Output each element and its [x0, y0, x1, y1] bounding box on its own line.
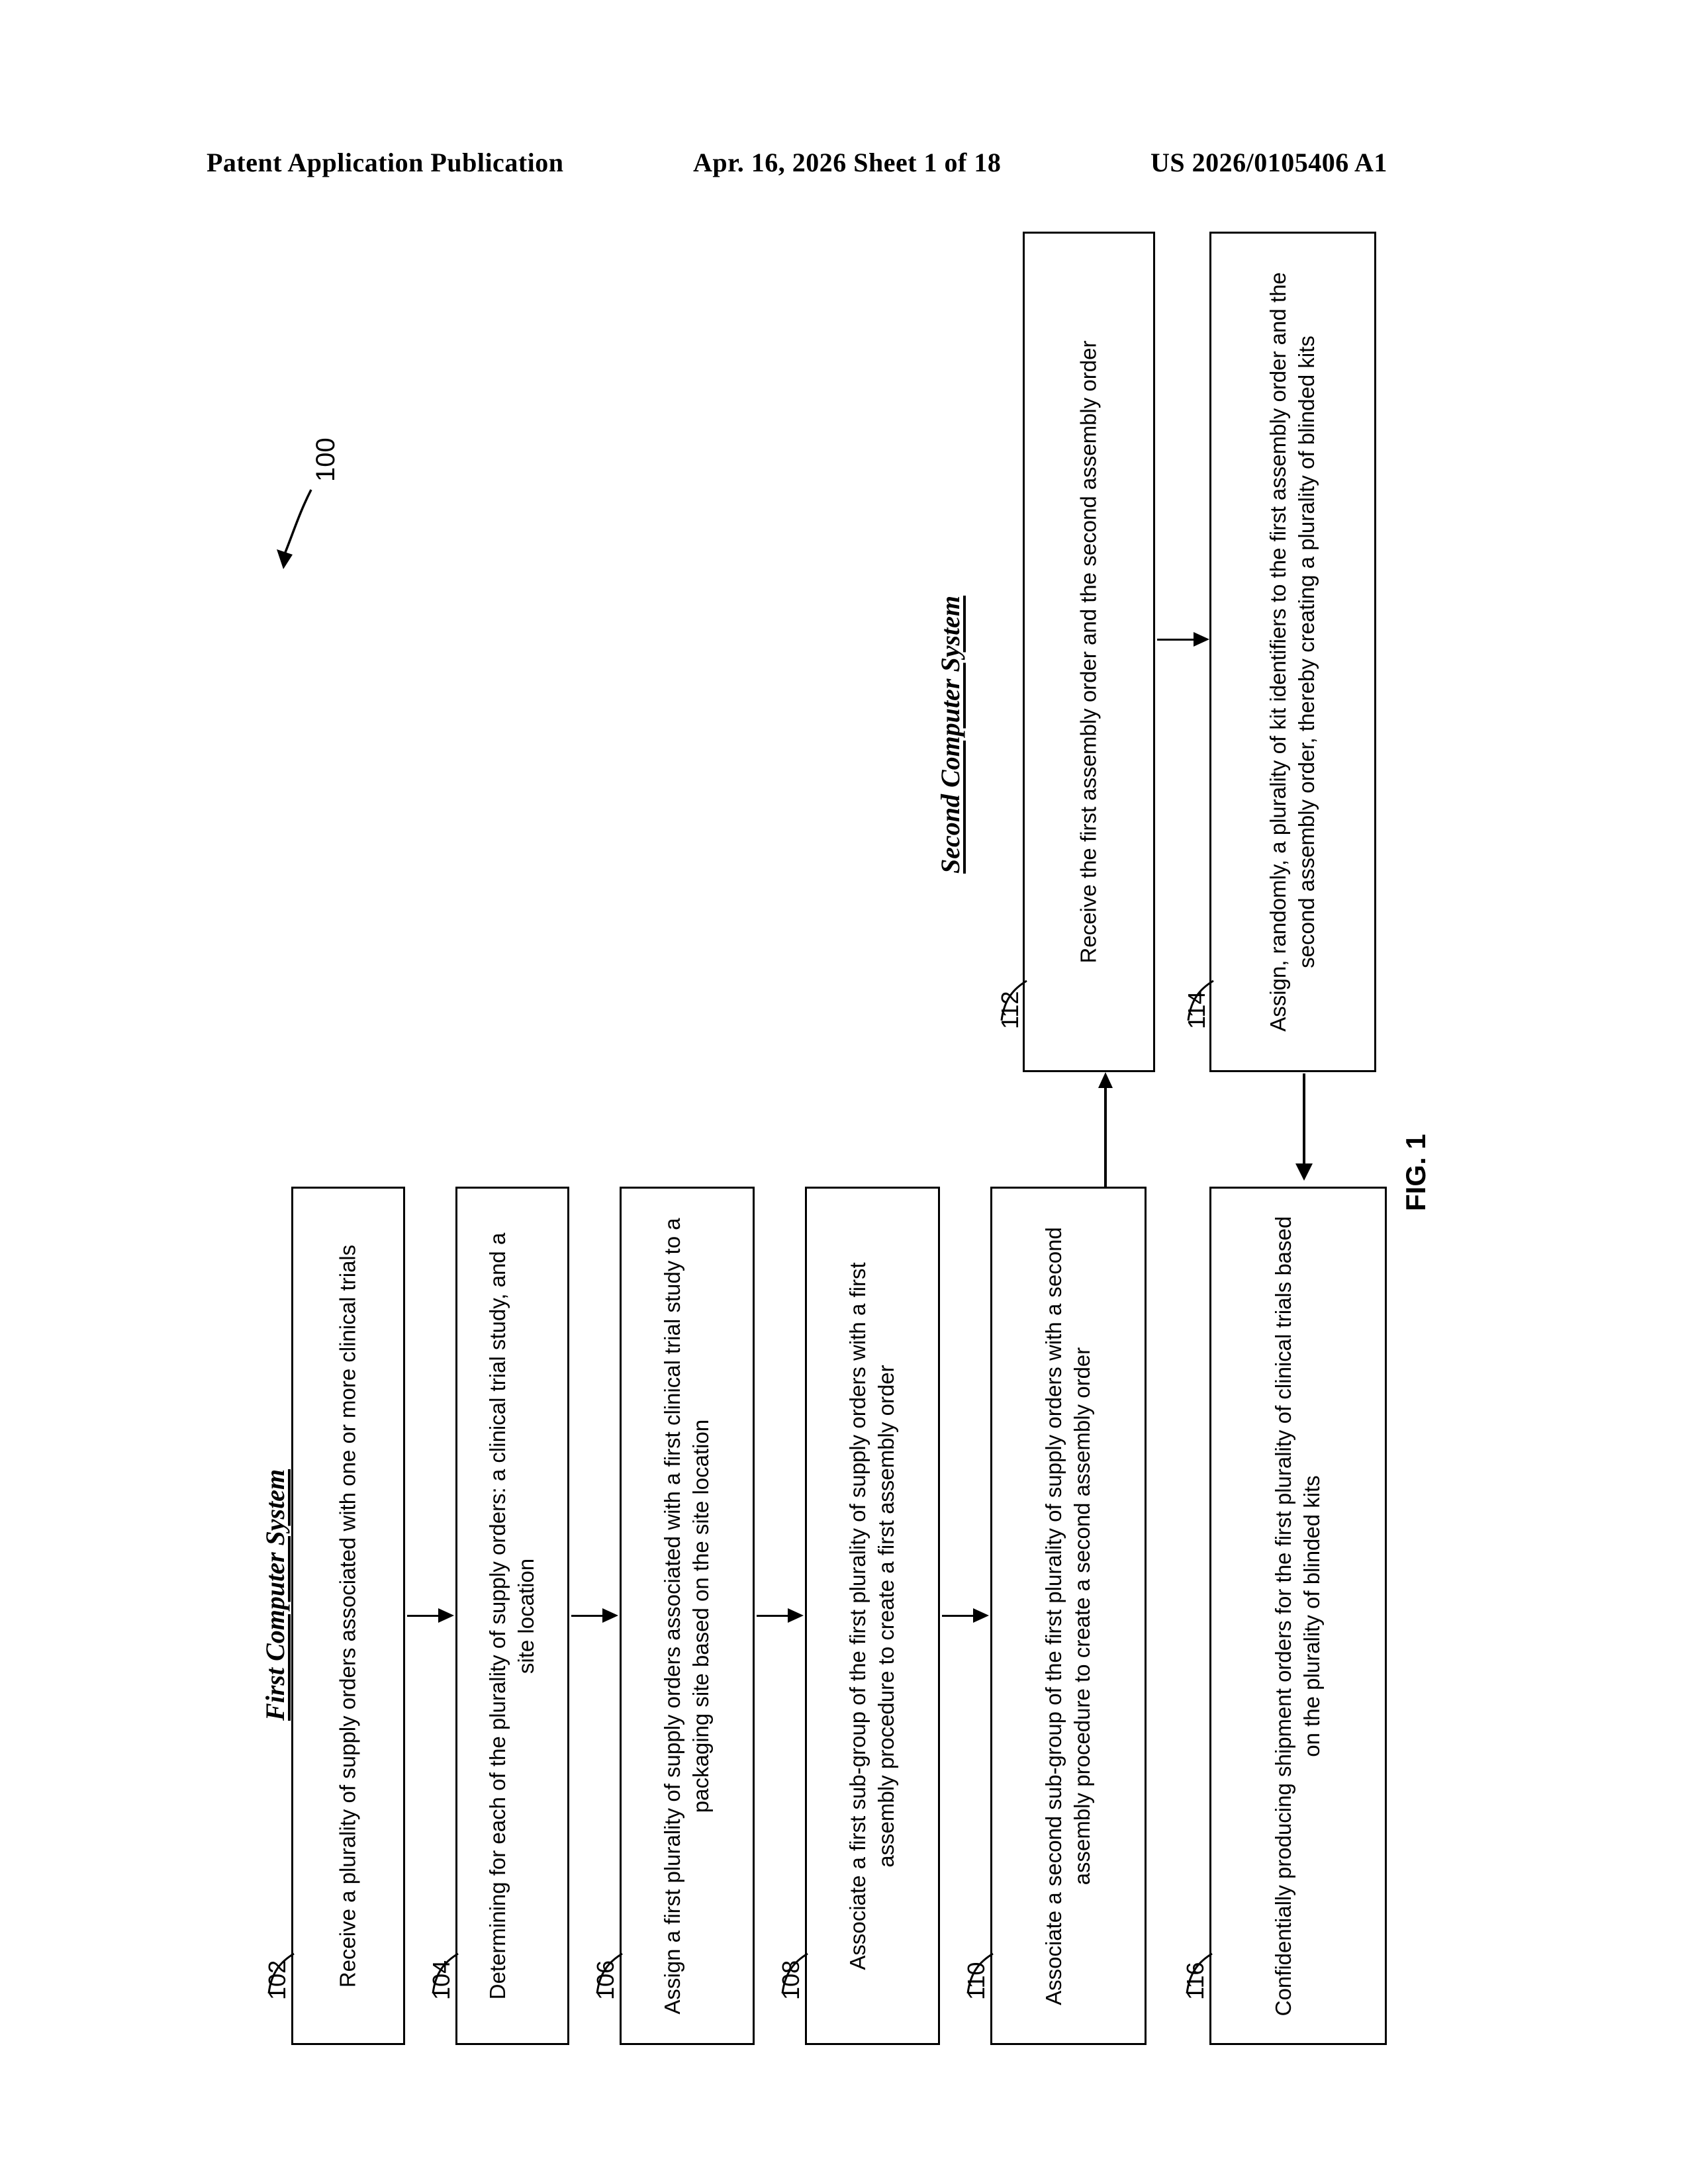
flowbox-108[interactable]: Associate a first sub-group of the first…: [805, 1187, 940, 2045]
second-computer-system-heading: Second Computer System: [935, 595, 965, 874]
flowbox-110-leader: [956, 1939, 1002, 1999]
flowbox-110-text: Associate a second sub-group of the firs…: [1041, 1226, 1094, 2005]
arrow-110-to-112-line: [1104, 1077, 1107, 1189]
flowbox-102-leader: [257, 1939, 303, 1999]
system-reference-100-leader: [265, 483, 351, 576]
flowbox-114-leader: [1176, 966, 1223, 1026]
flowbox-114[interactable]: Assign, randomly, a plurality of kit ide…: [1209, 232, 1376, 1072]
arrow-102-to-104-head: [438, 1608, 454, 1623]
figure-caption: FIG. 1: [1400, 1134, 1431, 1211]
flowbox-106[interactable]: Assign a first plurality of supply order…: [620, 1187, 755, 2045]
flowbox-104-text: Determining for each of the plurality of…: [485, 1232, 538, 1999]
flowbox-106-leader: [585, 1939, 632, 1999]
flowbox-112-text: Receive the first assembly order and the…: [1076, 340, 1101, 964]
flowbox-108-leader: [771, 1939, 817, 1999]
system-reference-100-label: 100: [311, 437, 340, 482]
flowbox-106-text: Assign a first plurality of supply order…: [660, 1217, 713, 2015]
flowbox-104-leader: [421, 1939, 467, 1999]
flowbox-114-text: Assign, randomly, a plurality of kit ide…: [1266, 272, 1319, 1032]
flowbox-102-text: Receive a plurality of supply orders ass…: [335, 1244, 360, 1987]
arrow-106-to-108-line: [757, 1615, 790, 1617]
arrow-112-to-114-line: [1157, 639, 1196, 641]
flowbox-112-leader: [990, 966, 1036, 1026]
flowbox-110[interactable]: Associate a second sub-group of the firs…: [990, 1187, 1147, 2045]
date-sheet-label: Apr. 16, 2026 Sheet 1 of 18: [693, 148, 1002, 177]
arrow-104-to-106-line: [571, 1615, 604, 1617]
arrow-114-to-116-head: [1295, 1163, 1313, 1181]
arrow-114-to-116-line: [1303, 1073, 1305, 1166]
figure-1-flowchart: 100 Second Computer System Receive the f…: [0, 199, 1688, 2118]
publication-title: Patent Application Publication: [207, 148, 564, 177]
arrow-108-to-110-head: [973, 1608, 989, 1623]
flowbox-112[interactable]: Receive the first assembly order and the…: [1023, 232, 1155, 1072]
patent-number: US 2026/0105406 A1: [1150, 148, 1387, 177]
arrow-106-to-108-head: [788, 1608, 804, 1623]
arrow-102-to-104-line: [407, 1615, 440, 1617]
patent-header: Patent Application Publication Apr. 16, …: [0, 147, 1688, 187]
flowbox-116[interactable]: Confidentially producing shipment orders…: [1209, 1187, 1387, 2045]
flowbox-116-leader: [1175, 1939, 1221, 1999]
flowbox-104[interactable]: Determining for each of the plurality of…: [455, 1187, 569, 2045]
flowbox-108-text: Associate a first sub-group of the first…: [845, 1261, 898, 1970]
first-computer-system-heading: First Computer System: [260, 1469, 290, 1721]
arrow-110-to-112-head: [1098, 1072, 1113, 1088]
arrow-112-to-114-head: [1194, 632, 1209, 647]
flowbox-116-text: Confidentially producing shipment orders…: [1271, 1216, 1324, 2016]
arrow-104-to-106-head: [602, 1608, 618, 1623]
arrow-108-to-110-line: [942, 1615, 975, 1617]
flowbox-102[interactable]: Receive a plurality of supply orders ass…: [291, 1187, 405, 2045]
